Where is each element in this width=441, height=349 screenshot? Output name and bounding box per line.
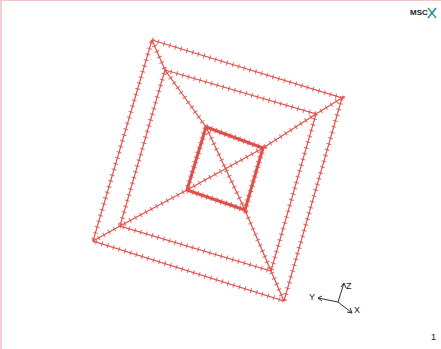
view-number: 1 [431,333,436,342]
axis-label: X [354,306,360,315]
axis-triad [318,283,352,313]
logo-text: MSC [410,9,428,17]
axis-label: Z [346,282,352,291]
axis-label: Y [309,293,315,302]
logo-mark [428,8,436,18]
mesh-wireframe [93,40,342,301]
